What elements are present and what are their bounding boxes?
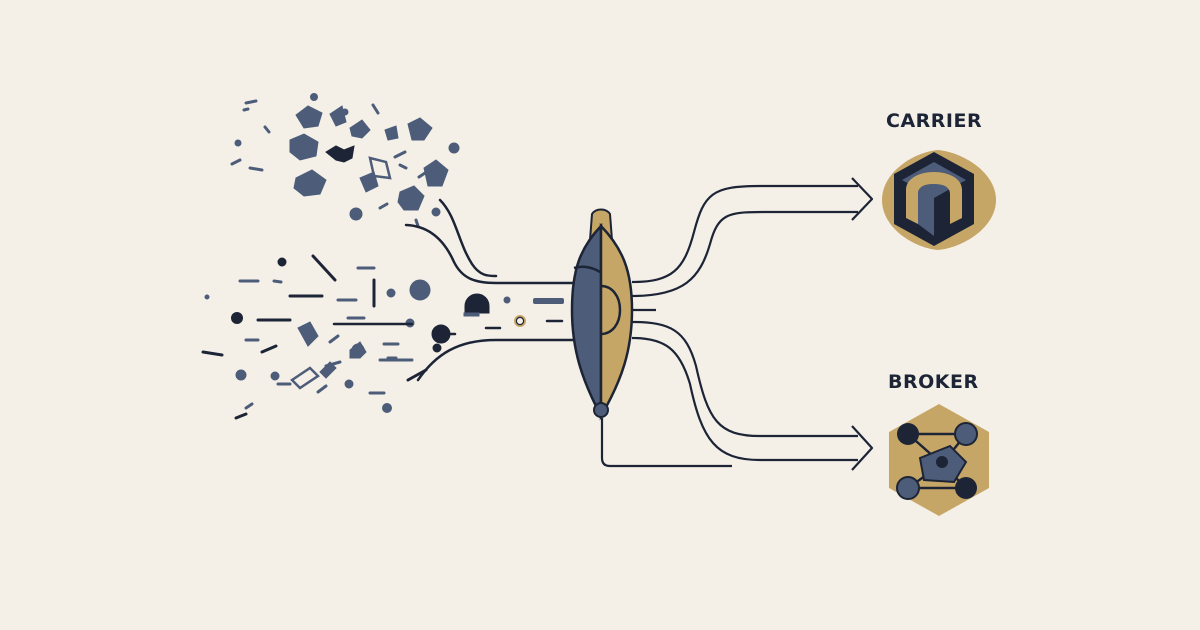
fragment-outline <box>368 156 392 180</box>
fragment-dot <box>448 142 460 154</box>
filter-bottom-knob <box>593 402 609 418</box>
output-paths <box>600 177 874 471</box>
broker-network-icon <box>889 404 989 516</box>
fragment-bar <box>533 298 564 304</box>
broker-path-bottom <box>600 418 732 468</box>
carrier-hexagon-icon <box>882 150 996 250</box>
fragment-dot <box>503 296 511 304</box>
broker-node <box>954 422 978 446</box>
funnel-particles <box>514 298 564 327</box>
fragment-outline <box>290 366 320 390</box>
fragment-dot <box>231 312 243 324</box>
fragment-dash <box>230 158 242 166</box>
fragment-blob <box>349 119 371 139</box>
broker-path-inner <box>631 336 858 462</box>
filter-right-half <box>599 222 634 421</box>
filter-inner-curve <box>600 284 622 336</box>
fragment-ring-inner <box>515 316 525 326</box>
fragment-dot <box>386 288 396 298</box>
fragment-blob <box>293 169 327 197</box>
fragment-dash <box>417 171 427 179</box>
fragment-dot <box>431 207 441 217</box>
carrier-label: CARRIER <box>886 110 983 132</box>
fragment-blob <box>297 321 319 347</box>
fragment-dash <box>201 350 224 357</box>
carrier-path-outer <box>631 184 858 284</box>
lens-filter-icon <box>570 208 634 421</box>
fragment-blob <box>329 105 347 127</box>
filter-left-detail <box>573 265 601 274</box>
fragment-dot <box>349 207 363 221</box>
fragment-dash <box>263 125 271 134</box>
fragment-dash <box>244 402 254 410</box>
fragment-blob <box>289 133 319 161</box>
carrier-arrowhead <box>851 177 874 221</box>
fragment-dash <box>248 166 264 172</box>
fragment-dot <box>382 403 392 413</box>
fragment-dash <box>244 99 258 105</box>
fragment-dash <box>371 103 380 115</box>
broker-node <box>936 456 948 468</box>
fragment-dash <box>234 412 248 420</box>
broker-node <box>897 423 919 445</box>
fragment-blob <box>319 361 337 379</box>
carrier-path-inner <box>631 210 858 298</box>
broker-node <box>896 476 920 500</box>
fragment-dot <box>432 343 442 353</box>
fragment-dash <box>272 279 283 284</box>
filter-left-half <box>570 222 603 417</box>
broker-node <box>955 477 977 499</box>
fragment-blob <box>384 125 399 141</box>
input-funnel <box>404 198 580 382</box>
lower-fragment-cluster <box>201 254 511 420</box>
fragment-dash <box>311 254 337 282</box>
fragment-dot <box>310 93 318 101</box>
fragment-dash <box>316 384 328 394</box>
carrier-arch-shade <box>918 184 934 236</box>
fragment-blob <box>295 105 323 129</box>
fragment-dot <box>234 139 242 147</box>
fragment-dot <box>204 294 210 300</box>
funnel-upper-inner-curve <box>438 198 498 278</box>
fragment-ring <box>514 315 526 327</box>
funnel-lower-curve <box>416 338 580 382</box>
fragment-dash <box>242 107 250 112</box>
fragment-blob <box>397 185 425 211</box>
fragment-dash <box>414 218 420 228</box>
fragment-blob <box>349 341 367 359</box>
fragment-half-disc <box>464 293 490 314</box>
fragment-blob <box>407 117 433 141</box>
fragment-dash <box>398 163 408 170</box>
broker-arrowhead <box>851 425 874 471</box>
fragment-dash <box>328 334 340 344</box>
fragment-dash <box>393 150 407 159</box>
carrier-arch <box>906 172 962 224</box>
fragment-dot <box>235 369 247 381</box>
fragment-bar <box>463 312 480 317</box>
fragment-dot <box>277 257 287 267</box>
fragment-blob <box>423 159 449 187</box>
broker-label: BROKER <box>888 371 979 393</box>
upper-fragment-cluster <box>230 93 460 228</box>
fragment-dot <box>270 371 280 381</box>
broker-path-outer <box>631 320 858 438</box>
funnel-upper-curve <box>404 223 580 285</box>
fragment-dash <box>378 202 389 210</box>
fragment-dot <box>344 379 354 389</box>
fragment-dash <box>260 344 278 354</box>
fragment-star <box>325 145 355 163</box>
fragment-dot <box>409 279 431 301</box>
